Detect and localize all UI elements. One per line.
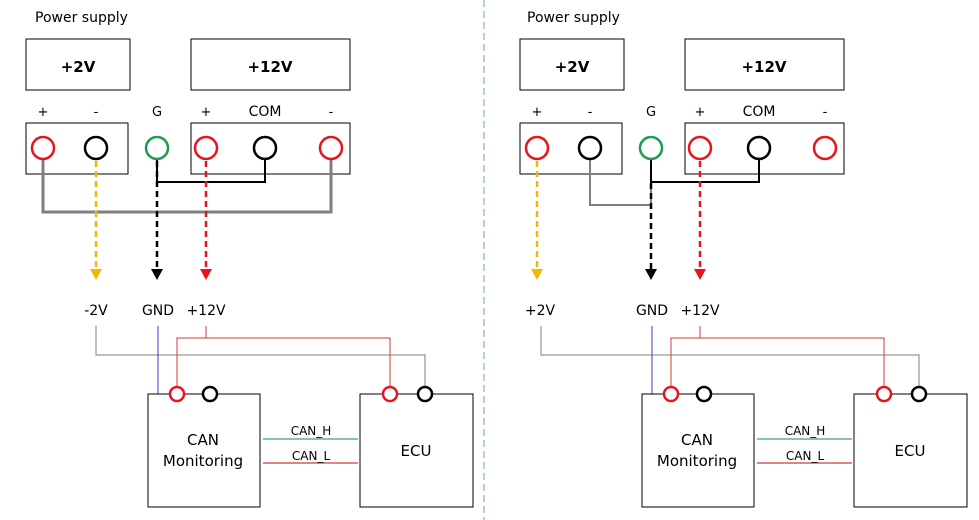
terminal-label-minus-12v: - (329, 105, 334, 120)
terminal-plus-2v (524, 135, 550, 161)
can-monitoring-power-terminal (168, 385, 186, 403)
terminal-label-com: COM (249, 104, 282, 120)
ecu-box (853, 393, 968, 508)
can-monitoring-power-terminal (662, 385, 680, 403)
panel-right: Power supply +2V +12V + - G + COM - +2V … (519, 10, 968, 508)
can-monitoring-box (641, 393, 755, 508)
ecu-label: ECU (895, 442, 926, 460)
ground-com-wire (650, 160, 760, 183)
wire-12v-to-devices (670, 326, 701, 387)
wire-12v-to-ecu (671, 337, 885, 387)
supply-12v-box (684, 38, 845, 91)
terminal-label-minus-2v: - (588, 105, 593, 120)
supply-12v-label: +12V (741, 58, 786, 76)
output-arrowhead-first (531, 269, 543, 280)
supply-2v-label: +2V (61, 58, 96, 76)
output-label-gnd: GND (636, 303, 668, 319)
wire-12v-to-devices (176, 326, 207, 387)
ecu-power-terminal (875, 385, 893, 403)
output-arrowhead-gnd (645, 269, 657, 280)
terminal-plus-12v (687, 135, 713, 161)
ecu-ground-terminal (910, 385, 928, 403)
terminal-com (252, 135, 278, 161)
power-supply-label: Power supply (35, 10, 128, 26)
terminal-minus-2v (577, 135, 603, 161)
terminal-label-ground: G (152, 105, 162, 120)
output-label-gnd: GND (142, 303, 174, 319)
supply-2v-box (519, 38, 625, 91)
supply-12v-label: +12V (247, 58, 292, 76)
terminal-ground (144, 135, 170, 161)
can-l-label: CAN_L (786, 449, 825, 463)
terminal-com (746, 135, 772, 161)
output-label-12v: +12V (680, 303, 720, 319)
ecu-box (359, 393, 474, 508)
can-monitoring-label: CAN (681, 431, 713, 449)
panel-left: Power supply +2V +12V + - G + COM - -2V (25, 10, 474, 508)
supply-2v-label: +2V (555, 58, 590, 76)
output-arrowhead-gnd (151, 269, 163, 280)
can-h-label: CAN_H (291, 424, 332, 438)
terminal-minus-12v (318, 135, 344, 161)
terminal-label-ground: G (646, 105, 656, 120)
output-arrowhead-12v (200, 269, 212, 280)
wire-first-to-ecu (95, 326, 426, 387)
ecu-ground-terminal (416, 385, 434, 403)
can-monitoring-ground-terminal (201, 385, 219, 403)
terminal-label-plus-2v: + (38, 105, 49, 120)
can-l-label: CAN_L (292, 449, 331, 463)
can-monitoring-label: CAN (187, 431, 219, 449)
terminal-plus-12v (193, 135, 219, 161)
terminal-label-minus-12v: - (823, 105, 828, 120)
terminal-label-com: COM (743, 104, 776, 120)
can-h-label: CAN_H (785, 424, 826, 438)
terminal-label-minus-2v: - (94, 105, 99, 120)
terminal-label-plus-12v: + (695, 105, 706, 120)
terminal-label-plus-2v: + (532, 105, 543, 120)
bridge-wire (41, 160, 333, 214)
output-arrowhead-first (90, 269, 102, 280)
can-monitoring-label-2: Monitoring (163, 452, 243, 470)
terminal-label-plus-12v: + (201, 105, 212, 120)
can-monitoring-label-2: Monitoring (657, 452, 737, 470)
wire-12v-to-ecu (177, 337, 391, 387)
ecu-power-terminal (381, 385, 399, 403)
supply-2v-box (25, 38, 131, 91)
terminal-minus-12v (812, 135, 838, 161)
terminal-ground (638, 135, 664, 161)
terminal-minus-2v (83, 135, 109, 161)
terminal-plus-2v (30, 135, 56, 161)
can-monitoring-box (147, 393, 261, 508)
supply-12v-box (190, 38, 351, 91)
output-label-first: -2V (84, 303, 108, 319)
output-arrowhead-12v (694, 269, 706, 280)
output-label-12v: +12V (186, 303, 226, 319)
can-monitoring-ground-terminal (695, 385, 713, 403)
ecu-label: ECU (401, 442, 432, 460)
output-label-first: +2V (525, 303, 556, 319)
power-supply-label: Power supply (527, 10, 620, 26)
wire-first-to-ecu (540, 326, 920, 387)
